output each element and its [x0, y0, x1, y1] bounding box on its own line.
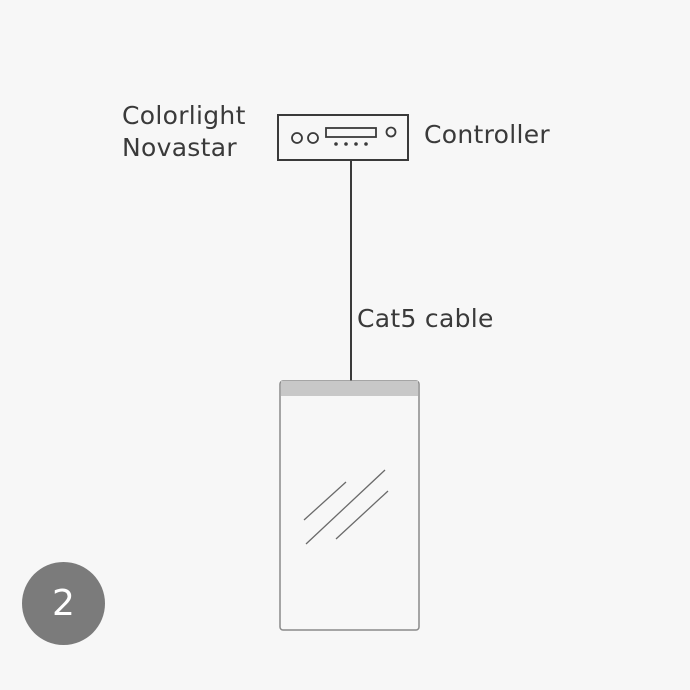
controller-device [277, 114, 409, 161]
display-panel [279, 380, 420, 631]
cable-label: Cat5 cable [357, 304, 494, 333]
controller-button-3 [354, 142, 358, 146]
panel-frame [279, 380, 420, 631]
controller-button-1 [334, 142, 338, 146]
controller-label: Controller [424, 120, 550, 149]
controller-button-4 [364, 142, 368, 146]
brand-label-novastar: Novastar [122, 133, 237, 162]
panel-top-bar [281, 381, 418, 396]
controller-power-knob [385, 126, 397, 138]
step-number: 2 [52, 582, 75, 624]
panel-glare-1 [303, 481, 347, 521]
controller-button-2 [344, 142, 348, 146]
panel-glare-2 [305, 469, 386, 545]
panel-glare-3 [335, 490, 389, 540]
controller-box [277, 114, 409, 161]
controller-knob-right [307, 132, 319, 144]
brand-label-colorlight: Colorlight [122, 101, 246, 130]
step-badge: 2 [22, 562, 105, 645]
controller-knob-left [291, 132, 303, 144]
controller-display [325, 127, 377, 138]
